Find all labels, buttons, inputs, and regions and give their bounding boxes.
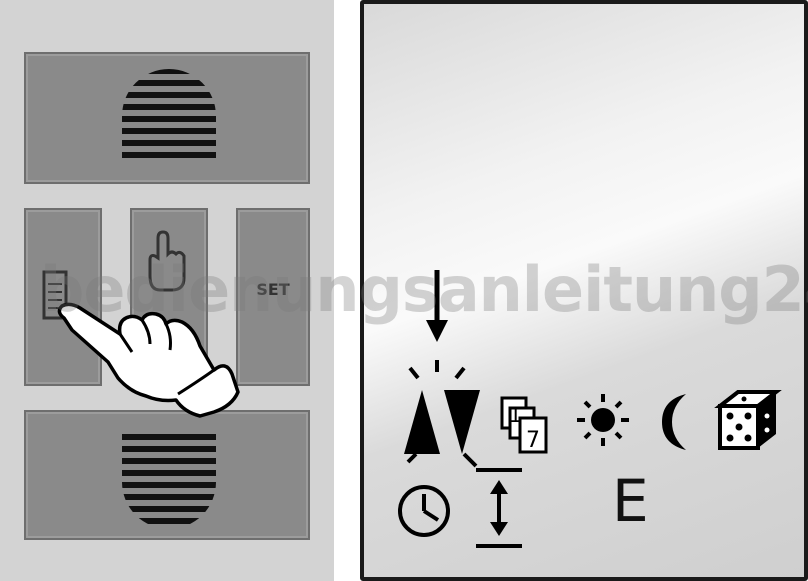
pointing-hand-icon [0, 0, 334, 581]
calendar-icon: 1 7 [502, 398, 546, 453]
calendar-day1: 1 [509, 403, 522, 427]
sun-icon [577, 394, 629, 446]
arrow-down-icon [426, 270, 448, 342]
dice-icon [720, 392, 776, 448]
height-limit-icon [476, 470, 522, 546]
mode-letter: E [612, 472, 649, 530]
moon-icon [662, 394, 686, 450]
up-down-triangle-icon [404, 360, 480, 466]
lcd-display: 1 7 [360, 0, 808, 581]
calendar-day2: 7 [526, 428, 540, 453]
clock-icon [400, 487, 448, 535]
remote-control: SET [0, 0, 334, 581]
